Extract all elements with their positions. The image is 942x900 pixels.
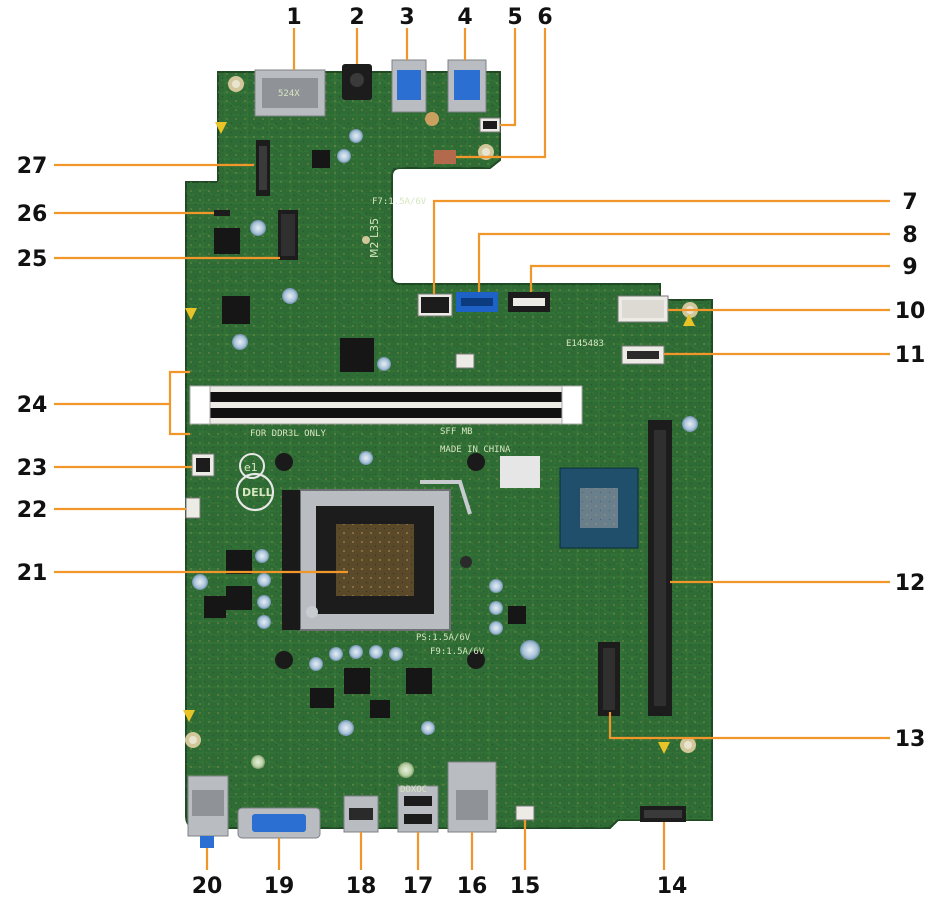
callout-8: 8 bbox=[902, 223, 917, 248]
hdmi-port bbox=[343, 795, 379, 833]
callout-25: 25 bbox=[17, 247, 48, 272]
antenna-port bbox=[187, 775, 229, 848]
chip-small-4 bbox=[340, 338, 374, 372]
chip-small-1 bbox=[312, 150, 330, 168]
callout-27: 27 bbox=[17, 154, 48, 179]
vrm-capacitors bbox=[192, 416, 698, 778]
speaker-connector bbox=[256, 140, 270, 196]
fuse-silk: F7:1.5A/6V bbox=[372, 197, 427, 207]
callout-23: 23 bbox=[17, 456, 48, 481]
chip-small-3 bbox=[222, 296, 250, 324]
callout-7: 7 bbox=[902, 190, 917, 215]
coin-cell-jumper bbox=[214, 210, 230, 216]
vrm-chokes bbox=[204, 550, 526, 718]
madein-silk: MADE IN CHINA bbox=[440, 445, 511, 455]
callout-13: 13 bbox=[895, 727, 926, 752]
capacitor bbox=[349, 129, 363, 143]
ps1-silk: PS:1.5A/6V bbox=[416, 633, 471, 643]
chassis-fan-connector bbox=[515, 805, 535, 821]
svg-text:DELL: DELL bbox=[242, 486, 273, 499]
pcie-x16-slot bbox=[648, 420, 672, 716]
usb2-ports: DOXOC bbox=[397, 785, 439, 833]
intrusion-switch-connector bbox=[479, 117, 501, 133]
pch-chipset bbox=[559, 467, 639, 549]
capacitor-top bbox=[425, 112, 439, 126]
front-panel-header bbox=[640, 806, 686, 822]
power-switch-connector bbox=[434, 150, 456, 164]
callout-15: 15 bbox=[510, 874, 541, 899]
callout-20: 20 bbox=[192, 874, 223, 899]
e1-logo bbox=[239, 453, 265, 479]
memory-slots bbox=[189, 385, 583, 425]
e1-silk: e1 bbox=[244, 461, 258, 474]
callout-numbers: 1 2 3 4 5 6 7 8 9 10 11 12 13 14 15 16 1… bbox=[17, 5, 926, 899]
m2-slot bbox=[278, 210, 298, 260]
svg-text:524X: 524X bbox=[278, 89, 300, 99]
sd-card-reader: 524X bbox=[254, 69, 326, 117]
callout-2: 2 bbox=[349, 5, 364, 30]
small-header bbox=[455, 353, 475, 369]
leader-lines bbox=[54, 28, 890, 870]
callout-17: 17 bbox=[403, 874, 434, 899]
svg-text:DOXOC: DOXOC bbox=[400, 785, 427, 795]
cpu-fan-connector bbox=[185, 497, 201, 519]
callout-9: 9 bbox=[902, 255, 917, 280]
standoff bbox=[362, 236, 370, 244]
callout-22: 22 bbox=[17, 498, 48, 523]
ddr-silk: FOR DDR3L ONLY bbox=[250, 429, 326, 439]
callout-16: 16 bbox=[457, 874, 488, 899]
capacitor bbox=[377, 357, 391, 371]
dell-logo: DELL bbox=[235, 472, 275, 512]
callout-3: 3 bbox=[399, 5, 414, 30]
power-connector-8pin bbox=[617, 295, 669, 323]
capacitor bbox=[337, 149, 351, 163]
hdd-power-connector bbox=[417, 293, 453, 317]
audio-jack bbox=[342, 64, 372, 100]
callout-12: 12 bbox=[895, 571, 926, 596]
sata-black-connector bbox=[508, 292, 550, 312]
board-id-silk: SFF MB bbox=[440, 427, 473, 437]
pcie-x1-slot bbox=[598, 642, 620, 716]
callout-10: 10 bbox=[895, 299, 926, 324]
callout-24: 24 bbox=[17, 393, 48, 418]
capacitor bbox=[282, 288, 298, 304]
callout-5: 5 bbox=[507, 5, 522, 30]
callout-6: 6 bbox=[537, 5, 552, 30]
vga-port bbox=[237, 807, 321, 839]
ul-silk: E145483 bbox=[566, 339, 604, 349]
cpu-socket bbox=[282, 480, 472, 631]
callout-11: 11 bbox=[895, 343, 926, 368]
capacitor bbox=[250, 220, 266, 236]
mounting-holes bbox=[185, 76, 698, 753]
callout-19: 19 bbox=[264, 874, 295, 899]
callout-21: 21 bbox=[17, 561, 48, 586]
callout-18: 18 bbox=[346, 874, 377, 899]
alignment-arrows bbox=[183, 122, 695, 754]
qr-label bbox=[500, 456, 540, 488]
network-port bbox=[447, 761, 497, 833]
callout-14: 14 bbox=[657, 874, 688, 899]
sata-white-connector bbox=[621, 345, 665, 365]
callout-26: 26 bbox=[17, 202, 48, 227]
chip-small-2 bbox=[214, 228, 240, 254]
sata-blue-connector bbox=[456, 292, 498, 312]
callout-4: 4 bbox=[457, 5, 472, 30]
m2-silk: M2 L35 bbox=[368, 218, 381, 258]
ps2-silk: F9:1.5A/6V bbox=[430, 647, 485, 657]
pcb-board bbox=[185, 71, 713, 829]
capacitor bbox=[232, 334, 248, 350]
callout-1: 1 bbox=[286, 5, 301, 30]
usb3-port-a bbox=[391, 59, 427, 113]
usb3-port-b bbox=[447, 59, 487, 113]
cpu-power-connector bbox=[191, 453, 215, 477]
